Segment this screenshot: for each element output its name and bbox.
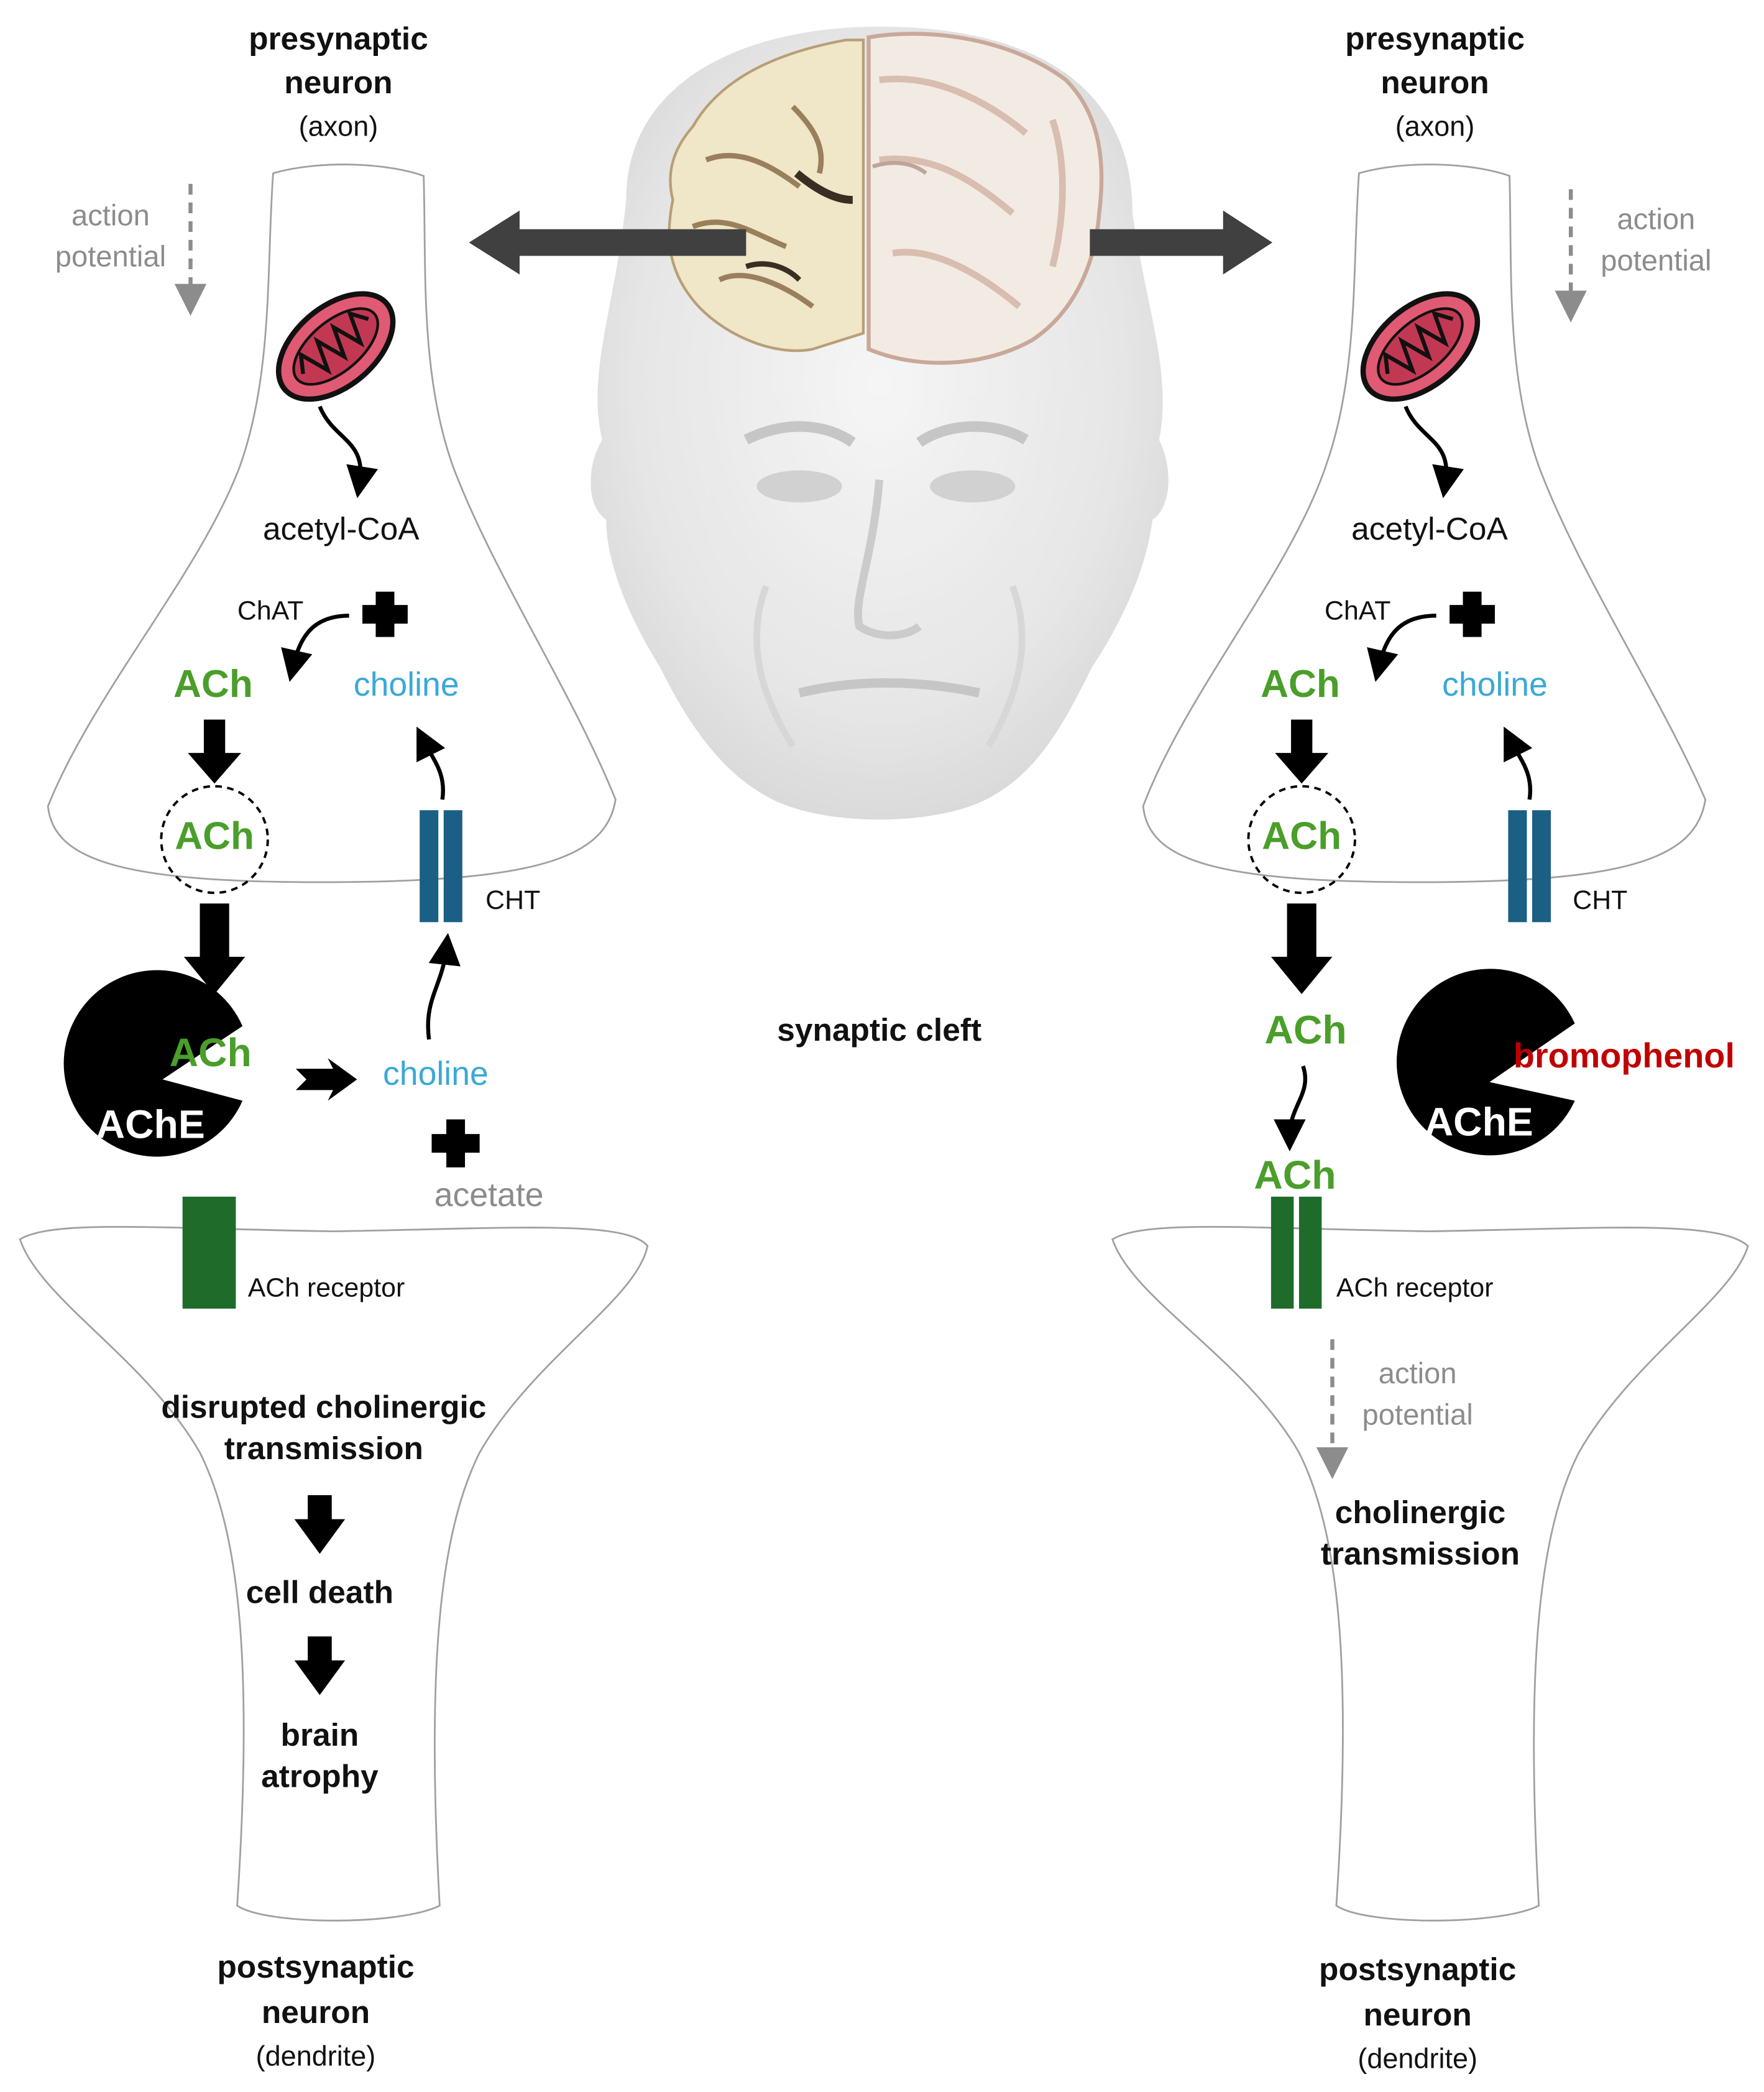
- left-vesicle: [160, 785, 269, 895]
- right-postsynaptic-outline: [1111, 1225, 1749, 1922]
- left-outcome3-2: atrophy: [261, 1759, 379, 1795]
- left-post-title-2: neuron: [261, 1994, 370, 2031]
- left-arrow-hydrolysis: [295, 1058, 357, 1101]
- right-post-title-1: postsynaptic: [1319, 1952, 1517, 1989]
- right-vesicle: [1247, 785, 1356, 895]
- left-outcome-arrow-2: [294, 1636, 346, 1695]
- right-cht-transporter: [1508, 810, 1551, 923]
- left-receptor-label: ACh receptor: [247, 1274, 405, 1304]
- left-acetyl-coa: acetyl-CoA: [262, 512, 420, 548]
- right-post-sub: (dendrite): [1357, 2044, 1478, 2075]
- right-ach-vesicle: ACh: [1262, 815, 1342, 859]
- right-bromophenol: bromophenol: [1513, 1035, 1735, 1076]
- right-action2-2: potential: [1362, 1398, 1473, 1432]
- right-ach-released: ACh: [1264, 1008, 1347, 1053]
- left-ach-synth: ACh: [173, 663, 253, 707]
- right-presynaptic-outline: [1142, 164, 1707, 883]
- left-arrow-release: [183, 903, 246, 995]
- right-outcome-2: transmission: [1320, 1536, 1520, 1573]
- left-action-1: action: [71, 198, 150, 232]
- left-postsynaptic-outline: [19, 1225, 649, 1922]
- right-post-title-2: neuron: [1363, 1998, 1472, 2034]
- right-pre-title-2: neuron: [1380, 65, 1489, 101]
- left-outcome2: cell death: [246, 1575, 394, 1611]
- left-pre-title-1: presynaptic: [249, 21, 428, 58]
- left-chat: ChAT: [237, 597, 304, 627]
- mitochondrion-icon: [1360, 291, 1481, 402]
- right-choline-in: choline: [1442, 666, 1548, 704]
- brain-section-image: [668, 32, 1104, 365]
- right-pre-title-1: presynaptic: [1345, 21, 1525, 58]
- left-ache: AChE: [96, 1103, 205, 1148]
- right-chat: ChAT: [1325, 597, 1391, 627]
- bidirectional-arrow: [469, 210, 1273, 275]
- right-receptor-label: ACh receptor: [1336, 1274, 1494, 1304]
- mitochondrion-icon: [275, 291, 396, 402]
- right-pre-sub: (axon): [1395, 112, 1475, 143]
- left-choline-in: choline: [353, 666, 459, 704]
- left-ach-vesicle: ACh: [175, 815, 254, 859]
- plus-icon-right-top: [1449, 591, 1495, 637]
- right-arrow-release: [1270, 903, 1333, 995]
- left-outcome1-2: transmission: [224, 1431, 423, 1467]
- right-acetyl-coa: acetyl-CoA: [1351, 512, 1508, 548]
- right-action-1: action: [1617, 202, 1696, 236]
- left-outcome1-1: disrupted cholinergic: [161, 1389, 487, 1426]
- left-outcome-arrow-1: [294, 1495, 346, 1554]
- right-ach-receptor-bound: ACh: [1254, 1154, 1336, 1199]
- left-pre-sub: (axon): [298, 112, 379, 143]
- left-pre-title-2: neuron: [284, 65, 393, 101]
- left-post-title-1: postsynaptic: [217, 1949, 415, 1986]
- right-ache: AChE: [1424, 1100, 1533, 1145]
- left-cht: CHT: [485, 886, 541, 916]
- plus-icon-left-top: [362, 591, 408, 637]
- right-action-2: potential: [1601, 244, 1712, 277]
- right-action2-1: action: [1378, 1357, 1457, 1390]
- right-cht: CHT: [1573, 886, 1628, 916]
- synaptic-cleft-label: synaptic cleft: [777, 1013, 982, 1049]
- right-ach-receptor: [1270, 1196, 1322, 1309]
- right-ach-synth: ACh: [1261, 663, 1340, 707]
- left-arrow-ach-to-vesicle: [188, 719, 241, 784]
- left-ach-receptor: [182, 1196, 236, 1309]
- left-ache-enzyme: [63, 970, 243, 1157]
- left-action-2: potential: [55, 239, 167, 274]
- left-acetate: acetate: [434, 1176, 544, 1214]
- left-ach-bound: ACh: [169, 1031, 252, 1076]
- right-arrow-ach-to-vesicle: [1275, 719, 1329, 784]
- left-cht-transporter: [420, 810, 462, 923]
- left-presynaptic-outline: [47, 164, 617, 883]
- left-choline-out: choline: [382, 1055, 489, 1093]
- left-post-sub: (dendrite): [255, 2041, 376, 2073]
- plus-icon-left-bottom: [431, 1119, 480, 1168]
- right-ache-enzyme: [1397, 969, 1575, 1156]
- right-outcome-1: cholinergic: [1334, 1495, 1506, 1531]
- left-outcome3-1: brain: [280, 1717, 359, 1754]
